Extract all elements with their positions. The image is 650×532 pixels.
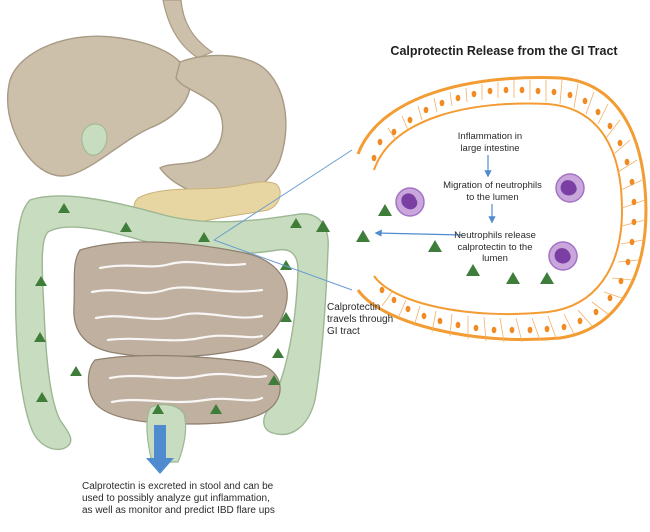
travel-label: Calprotectin travels through GI tract [327,302,394,337]
esophagus [162,0,214,59]
liver [6,35,191,177]
step-migration: Migration of neutrophils to the lumen [443,180,542,203]
diagram-title: Calprotectin Release from the GI Tract [390,44,618,58]
zoom-lines [213,149,353,291]
step-release: Neutrophils release calprotectin to the … [454,230,536,264]
gallbladder [81,123,108,156]
calprotectin-markers [34,203,554,414]
neutrophils [395,173,585,271]
excretion-caption: Calprotectin is excreted in stool and ca… [82,481,275,516]
step-arrows [374,155,496,237]
intestinal-epithelium [356,76,648,342]
excretion-arrow [146,425,174,474]
step-inflammation: Inflammation in large intestine [457,131,523,154]
stomach [158,54,287,197]
small-intestine [73,241,288,425]
epithelial-cells [381,79,646,343]
cell-nuclei [371,86,637,334]
